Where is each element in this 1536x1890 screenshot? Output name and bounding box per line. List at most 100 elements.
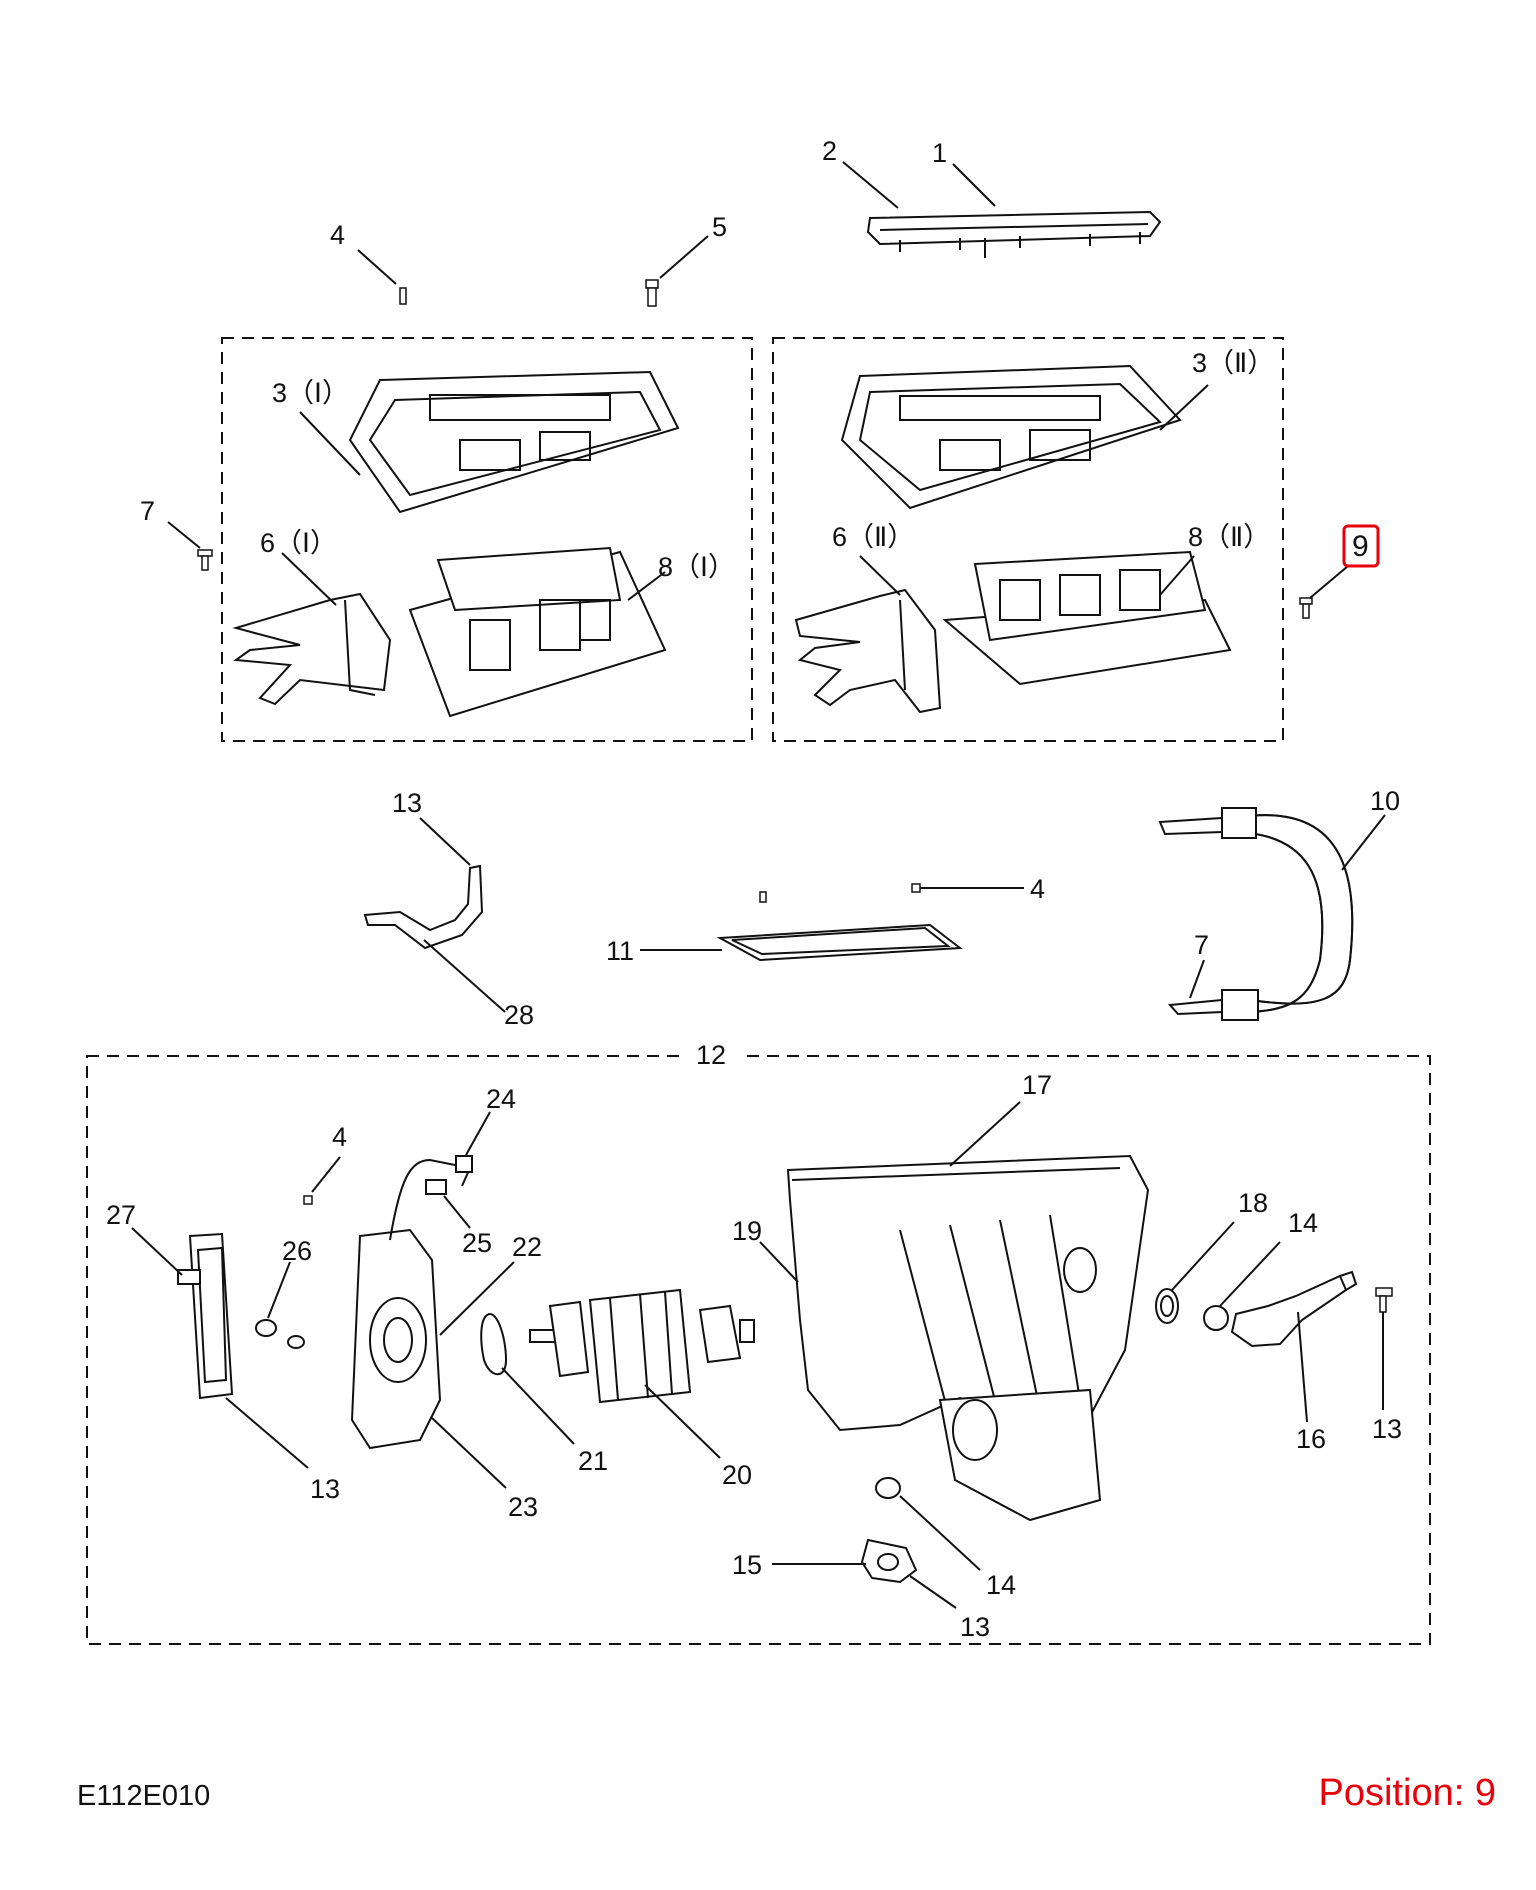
part-pin-4-mid-b[interactable] <box>911 883 921 893</box>
callout-13-right[interactable]: 13 <box>1372 1414 1402 1444</box>
part-bolt-9[interactable] <box>1299 597 1313 619</box>
callout-25[interactable]: 25 <box>462 1228 492 1258</box>
leader-7-right <box>1189 959 1205 999</box>
part-busbar-6-i[interactable] <box>232 592 392 706</box>
leader-4-top <box>357 249 397 285</box>
callout-21[interactable]: 21 <box>578 1446 608 1476</box>
part-oring-14-right[interactable] <box>1203 1305 1229 1331</box>
part-bolt-5[interactable] <box>645 279 659 307</box>
callout-28[interactable]: 28 <box>504 1000 534 1030</box>
part-oring-21[interactable] <box>480 1313 508 1376</box>
callout-22[interactable]: 22 <box>512 1232 542 1262</box>
selected-callout-highlight <box>1342 524 1380 568</box>
callout-13-low[interactable]: 13 <box>960 1612 990 1642</box>
leader-3-ii <box>1159 384 1209 431</box>
leader-21 <box>501 1367 575 1445</box>
callout-4-mid[interactable]: 4 <box>1030 874 1045 904</box>
group-box-inverter-2 <box>772 337 1284 742</box>
callout-26[interactable]: 26 <box>282 1236 312 1266</box>
leader-14-low <box>899 1495 981 1571</box>
part-housing-3-ii[interactable] <box>840 364 1182 510</box>
part-oring-14-low[interactable] <box>875 1477 901 1499</box>
callout-6-i[interactable]: 6（Ⅰ） <box>260 528 337 558</box>
callout-5[interactable]: 5 <box>712 212 727 242</box>
leader-22 <box>439 1261 515 1336</box>
part-pipe-16[interactable] <box>1230 1270 1358 1348</box>
part-module-8-ii[interactable] <box>942 550 1232 686</box>
callout-8-i[interactable]: 8（Ⅰ） <box>658 552 735 582</box>
leader-9 <box>1309 565 1349 599</box>
callout-19[interactable]: 19 <box>732 1216 762 1246</box>
part-housing-17[interactable] <box>786 1154 1150 1522</box>
leader-3-i <box>299 411 361 476</box>
callout-6-ii[interactable]: 6（Ⅱ） <box>832 522 914 552</box>
callout-12[interactable]: 12 <box>696 1040 726 1070</box>
part-pin-4-low[interactable] <box>303 1195 313 1205</box>
callout-7-left[interactable]: 7 <box>140 496 155 526</box>
callout-14-right[interactable]: 14 <box>1288 1208 1318 1238</box>
leader-8-ii <box>1159 555 1195 596</box>
part-plugs-26[interactable] <box>255 1319 305 1349</box>
part-cover-1[interactable] <box>866 210 1162 258</box>
callout-8-ii[interactable]: 8（Ⅱ） <box>1188 522 1270 552</box>
part-bracket-28[interactable] <box>363 864 484 950</box>
part-harness-24-25[interactable] <box>389 1155 473 1241</box>
callout-2[interactable]: 2 <box>822 136 837 166</box>
callout-3-ii[interactable]: 3（Ⅱ） <box>1192 348 1274 378</box>
callout-4-top[interactable]: 4 <box>330 220 345 250</box>
callout-3-i[interactable]: 3（Ⅰ） <box>272 378 349 408</box>
drawing-code: E112E010 <box>77 1780 211 1812</box>
leader-27 <box>131 1227 183 1276</box>
callout-9[interactable]: 9 <box>1352 530 1369 563</box>
leader-10 <box>1341 814 1386 871</box>
leader-24 <box>465 1111 491 1156</box>
part-pin-4-mid-a[interactable] <box>759 891 767 903</box>
leader-6-ii <box>859 555 901 596</box>
callout-27[interactable]: 27 <box>106 1200 136 1230</box>
callout-14-low[interactable]: 14 <box>986 1570 1016 1600</box>
callout-13-mid[interactable]: 13 <box>392 788 422 818</box>
leader-14-right <box>1219 1241 1281 1307</box>
leader-18 <box>1171 1221 1235 1291</box>
leader-13-left <box>225 1397 309 1469</box>
leader-8-i <box>627 571 666 601</box>
part-module-8-i[interactable] <box>408 546 667 718</box>
leader-23 <box>431 1417 507 1489</box>
callout-10[interactable]: 10 <box>1370 786 1400 816</box>
leader-17 <box>949 1101 1021 1167</box>
callout-11[interactable]: 11 <box>606 936 634 966</box>
leader-5 <box>659 235 709 279</box>
callout-13-left[interactable]: 13 <box>310 1474 340 1504</box>
leader-19 <box>759 1241 799 1283</box>
part-pin-4-top[interactable] <box>399 287 407 305</box>
leader-2 <box>842 161 899 209</box>
callout-16[interactable]: 16 <box>1296 1424 1326 1454</box>
part-housing-3-i[interactable] <box>348 370 680 514</box>
leader-25 <box>443 1195 471 1229</box>
part-bolt-13-right[interactable] <box>1375 1287 1393 1313</box>
part-seal-18[interactable] <box>1155 1288 1179 1324</box>
part-bolt-7-left[interactable] <box>197 549 213 571</box>
callout-15[interactable]: 15 <box>732 1550 762 1580</box>
part-end-cover-22-23[interactable] <box>350 1228 442 1450</box>
part-busbar-6-ii[interactable] <box>794 588 942 714</box>
callout-18[interactable]: 18 <box>1238 1188 1268 1218</box>
leader-26 <box>267 1261 291 1319</box>
leader-1 <box>952 163 996 207</box>
callout-17[interactable]: 17 <box>1022 1070 1052 1100</box>
callout-24[interactable]: 24 <box>486 1084 516 1114</box>
callout-1[interactable]: 1 <box>932 138 947 168</box>
callout-7-right[interactable]: 7 <box>1194 930 1209 960</box>
callout-20[interactable]: 20 <box>722 1460 752 1490</box>
part-cover-27[interactable] <box>177 1232 234 1400</box>
callout-23[interactable]: 23 <box>508 1492 538 1522</box>
part-cable-10[interactable] <box>1158 807 1354 1021</box>
part-gasket-11[interactable] <box>716 923 963 962</box>
leader-16 <box>1297 1311 1308 1423</box>
group-box-inverter-1 <box>221 337 753 742</box>
part-cap-15[interactable] <box>860 1538 918 1584</box>
part-rotor-20[interactable] <box>529 1288 755 1404</box>
leader-28 <box>423 939 506 1013</box>
callout-4-low[interactable]: 4 <box>332 1122 347 1152</box>
